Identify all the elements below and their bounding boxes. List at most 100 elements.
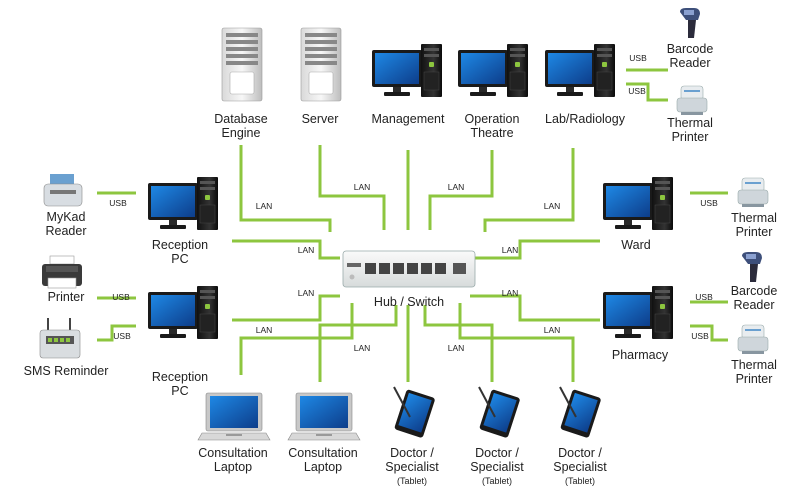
printer-icon: [41, 255, 83, 289]
label-doctor-specialist-1: Doctor /Specialist: [385, 446, 439, 474]
label-line: Specialist: [385, 460, 439, 474]
label-line: Laptop: [303, 460, 343, 474]
pharmacy-pc-icon: [602, 285, 674, 340]
label-line: Doctor /: [475, 446, 519, 460]
label-line: Reception: [151, 238, 209, 252]
label-hub-switch: Hub / Switch: [373, 295, 445, 309]
barcode-reader-top-icon: [680, 8, 700, 38]
label-line: Printer: [735, 225, 773, 239]
link-database-engine: [239, 145, 332, 232]
link-tablet-3: [458, 303, 575, 382]
lan-tag: LAN: [501, 288, 519, 298]
laptop-2-icon: [287, 392, 361, 441]
label-line: PC: [171, 384, 189, 398]
label-line: Laptop: [213, 460, 253, 474]
label-line: Consultation: [288, 446, 358, 460]
label-line: Database: [214, 112, 268, 126]
label-line: Consultation: [198, 446, 268, 460]
link-operation-theatre: [428, 150, 494, 230]
label-line: Specialist: [553, 460, 607, 474]
lab-radiology-pc-icon: [544, 43, 616, 98]
label-line: Reader: [669, 56, 711, 70]
label-printer: Printer: [47, 290, 85, 304]
link-laptop-1: [239, 303, 354, 375]
usb-tag: USB: [691, 331, 709, 341]
label-server: Server: [301, 112, 339, 126]
label-line: PC: [171, 252, 189, 266]
usb-tag: USB: [112, 292, 130, 302]
label-line: MyKad: [46, 210, 86, 224]
link-lines: [97, 68, 728, 382]
label-ward: Ward: [621, 238, 651, 252]
label-line: Reception: [151, 370, 209, 384]
tablet-note-2: (Tablet): [481, 476, 513, 486]
label-line: Specialist: [470, 460, 524, 474]
link-reception-pc-bottom: [232, 294, 340, 322]
lan-tag: LAN: [255, 325, 273, 335]
server-icon: [300, 27, 342, 102]
lan-tag: LAN: [255, 201, 273, 211]
label-sms-reminder: SMS Reminder: [23, 364, 109, 378]
label-line: Thermal: [731, 358, 777, 372]
lan-tag: LAN: [543, 325, 561, 335]
lan-tag: LAN: [353, 182, 371, 192]
thermal-printer-ward-icon: [737, 177, 769, 208]
ward-pc-icon: [602, 176, 674, 231]
label-line: Barcode: [666, 42, 714, 56]
reception-pc-top-icon: [147, 176, 219, 231]
label-pharmacy: Pharmacy: [611, 348, 669, 362]
lan-tag: LAN: [447, 182, 465, 192]
link-reception-pc-top: [232, 239, 340, 260]
usb-thermal-top: [626, 82, 668, 102]
label-doctor-specialist-3: Doctor /Specialist: [553, 446, 607, 474]
link-laptop-2: [318, 305, 398, 382]
tablet-2-icon: [477, 386, 522, 440]
barcode-reader-pharmacy-icon: [742, 252, 762, 282]
reception-pc-bottom-icon: [147, 285, 219, 340]
label-line: Printer: [671, 130, 709, 144]
thermal-printer-pharmacy-icon: [737, 324, 769, 355]
tablet-3-icon: [558, 386, 603, 440]
mykad-reader-icon: [43, 173, 83, 207]
label-line: Engine: [221, 126, 261, 140]
operation-theatre-pc-icon: [457, 43, 529, 98]
usb-tag: USB: [695, 292, 713, 302]
label-line: Reader: [733, 298, 775, 312]
lan-tag: LAN: [501, 245, 519, 255]
lan-tag: LAN: [543, 201, 561, 211]
label-line: Doctor /: [558, 446, 602, 460]
usb-tag: USB: [629, 53, 647, 63]
database-server-icon: [221, 27, 263, 102]
usb-tag: USB: [109, 198, 127, 208]
sms-reminder-icon: [39, 317, 81, 359]
lan-tag: LAN: [297, 288, 315, 298]
label-line: Doctor /: [390, 446, 434, 460]
link-server: [318, 145, 386, 230]
lan-tag: LAN: [353, 343, 371, 353]
label-line: Printer: [735, 372, 773, 386]
label-lab-radiology: Lab/Radiology: [545, 112, 625, 126]
label-doctor-specialist-2: Doctor /Specialist: [470, 446, 524, 474]
label-line: Barcode: [730, 284, 778, 298]
tablet-1-icon: [392, 386, 437, 440]
usb-tag: USB: [700, 198, 718, 208]
usb-sms: [97, 324, 136, 342]
lan-tag: LAN: [447, 343, 465, 353]
usb-tag: USB: [628, 86, 646, 96]
label-line: Thermal: [667, 116, 713, 130]
usb-tag: USB: [113, 331, 131, 341]
label-line: Operation: [464, 112, 520, 126]
label-line: Reader: [45, 224, 87, 238]
